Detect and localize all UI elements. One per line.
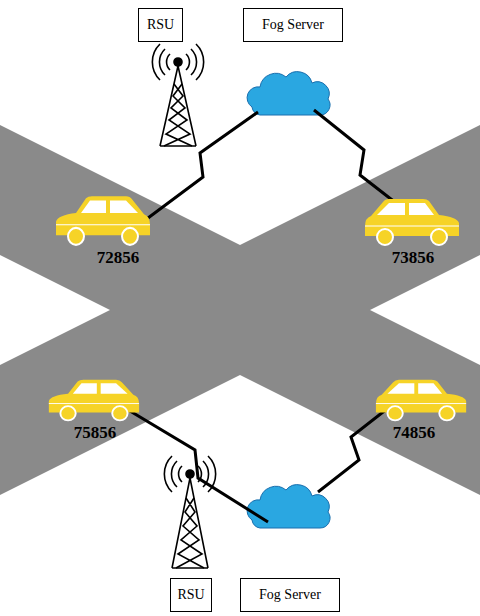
vehicle: 73856 (363, 196, 463, 268)
antenna-tower (152, 44, 203, 146)
car-window (101, 383, 128, 394)
wireless-link (125, 408, 268, 522)
car-wheel (439, 406, 454, 420)
car-wheel (377, 229, 393, 245)
fog-cloud (247, 72, 330, 115)
car-window (73, 383, 97, 394)
car-wheel (112, 406, 127, 420)
box-label: Fog Server (259, 587, 321, 603)
vehicle-id: 72856 (68, 248, 168, 268)
car-wheel (387, 406, 402, 420)
car-window (409, 203, 434, 215)
car-wheel (60, 406, 75, 420)
label-box: RSU (138, 8, 183, 42)
wireless-link (318, 405, 392, 492)
car-window (418, 383, 442, 394)
car-window (110, 200, 138, 213)
vehicle-id: 75856 (47, 423, 143, 443)
road (0, 125, 480, 495)
car-trim (376, 403, 466, 404)
vehicle-id: 73856 (363, 248, 463, 268)
label-box: Fog Server (240, 578, 340, 612)
car-shape (363, 196, 463, 248)
box-label: RSU (177, 587, 204, 603)
vehicle: 75856 (45, 377, 141, 443)
car-shape (45, 377, 141, 423)
car-shape (374, 377, 470, 423)
car-trim (365, 226, 459, 227)
label-box: Fog Server (243, 8, 343, 42)
car-window (81, 200, 106, 213)
vehicle-id: 74856 (366, 423, 462, 443)
vehicle: 72856 (52, 193, 152, 268)
box-label: RSU (147, 17, 174, 33)
wireless-link (148, 112, 258, 218)
car-trim (49, 403, 139, 404)
car-wheel (122, 228, 138, 245)
label-box: RSU (170, 578, 212, 612)
box-label: Fog Server (262, 17, 324, 33)
road (0, 125, 480, 495)
car-wheel (68, 228, 84, 245)
car-wheel (431, 229, 447, 245)
vehicle: 74856 (374, 377, 470, 443)
car-shape (52, 193, 152, 248)
car-window (387, 383, 414, 394)
antenna-tower (164, 456, 215, 568)
car-window (377, 203, 405, 215)
car-trim (56, 224, 150, 225)
